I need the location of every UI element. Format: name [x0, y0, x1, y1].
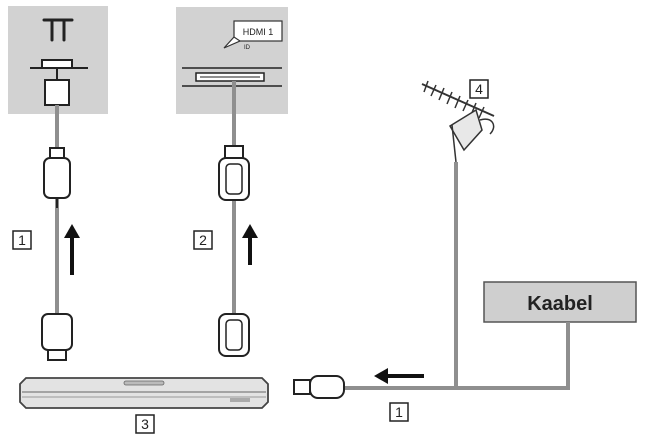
- signal-lines: [340, 162, 570, 390]
- svg-text:1: 1: [18, 232, 26, 248]
- up-arrow-icon: [242, 224, 258, 265]
- svg-text:1: 1: [395, 404, 403, 420]
- svg-text:3: 3: [141, 416, 149, 432]
- cable-source-label: Kaabel: [527, 293, 593, 315]
- hdmi-cable: [218, 81, 250, 357]
- label-cable-rf: 1: [12, 230, 32, 250]
- cable-source-box: Kaabel: [483, 281, 637, 323]
- rf-plug-top: [43, 157, 71, 199]
- svg-text:2: 2: [199, 232, 207, 248]
- left-arrow-icon: [374, 368, 424, 384]
- hdmi-port-tag: [233, 20, 283, 42]
- rf-input-plug: [293, 375, 345, 399]
- label-cable-bottom: 1: [389, 402, 409, 422]
- hdmi-port-sublabel: ID: [244, 45, 251, 51]
- antenna-terminal-icon: [42, 18, 74, 42]
- recorder-device-icon: [19, 377, 269, 409]
- rf-cable: [41, 105, 73, 361]
- rf-plug-bottom: [41, 313, 73, 351]
- svg-text:4: 4: [475, 81, 483, 97]
- rf-socket-rim: [41, 59, 73, 69]
- label-antenna: 4: [469, 79, 489, 99]
- label-device: 3: [135, 414, 155, 434]
- antenna-icon: [421, 80, 495, 163]
- hdmi-port-label: HDMI 1: [243, 27, 274, 37]
- up-arrow-icon: [64, 224, 80, 275]
- label-cable-hdmi: 2: [193, 230, 213, 250]
- rf-socket-body: [44, 79, 70, 106]
- rf-socket-panel: [8, 6, 108, 114]
